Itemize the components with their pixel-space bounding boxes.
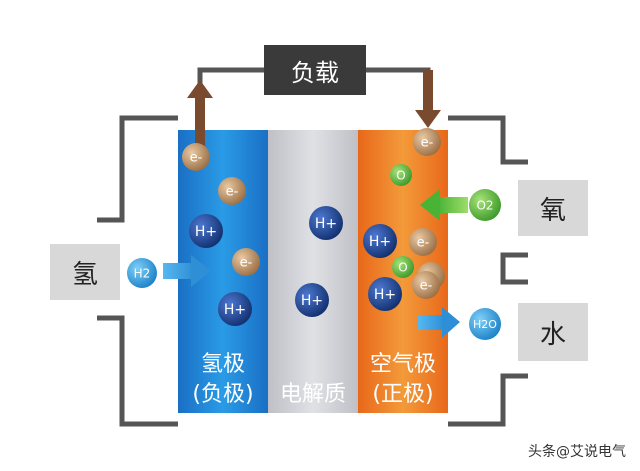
housing-right — [448, 115, 528, 427]
cathode-label-line2: (正极) — [372, 382, 434, 407]
water-molecule: H2O — [469, 308, 501, 340]
electron-particle: e- — [413, 128, 441, 156]
proton-particle: H+ — [189, 214, 223, 248]
hydrogen-box: 氢 — [50, 244, 120, 300]
proton-particle-circle — [218, 292, 252, 326]
oxygen-box-label: 氧 — [539, 195, 566, 226]
anode-label: 氢极 (负极) — [178, 350, 268, 410]
oxygen-molecule-label: O2 — [476, 198, 493, 212]
oxygen-atom-particle-circle — [392, 256, 414, 278]
water-box: 水 — [518, 303, 588, 361]
electron-particle-circle — [409, 228, 437, 256]
proton-particle: H+ — [368, 277, 402, 311]
cathode-label: 空气极 (正极) — [358, 350, 448, 410]
electron-particle: e- — [218, 177, 246, 205]
proton-particle: H+ — [295, 283, 329, 317]
hydrogen-molecule-label: H2 — [134, 266, 151, 280]
electrolyte-label-line1: 电解质 — [279, 382, 346, 407]
electron-particle-label: e- — [417, 236, 430, 251]
electrolyte-region — [268, 130, 358, 413]
proton-particle-label: H+ — [301, 293, 323, 309]
oxygen-atom-particle-label: O — [398, 260, 407, 274]
electron-particle: e- — [232, 248, 260, 276]
oxygen-molecule: O2 — [469, 189, 501, 221]
water-out-arrow — [418, 307, 460, 338]
anode-label-line2: (负极) — [192, 382, 254, 407]
electrolyte-label: 电解质 — [268, 380, 358, 410]
proton-particle-label: H+ — [369, 234, 391, 250]
oxygen-atom-particle: O — [390, 164, 412, 186]
proton-particle: H+ — [309, 206, 343, 240]
electron-flow-arrow-up — [187, 80, 213, 150]
proton-particle-label: H+ — [224, 302, 246, 318]
oxygen-atom-particle-circle — [390, 164, 412, 186]
load-box — [264, 45, 366, 95]
cathode-label-line1: 空气极 — [369, 352, 436, 377]
water-molecule-label: H2O — [473, 318, 497, 331]
hydrogen-molecule-circle — [127, 258, 157, 288]
electron-particle-label: e- — [226, 185, 239, 200]
housing-left — [97, 115, 178, 427]
electron-particle: e- — [409, 228, 437, 256]
hydrogen-molecule: H2 — [127, 258, 157, 288]
oxygen-box: 氧 — [518, 180, 588, 236]
hydrogen-in-arrow — [163, 255, 211, 287]
electron-particle-label: e- — [421, 136, 434, 151]
electron-particle-circle — [413, 128, 441, 156]
proton-particle-circle — [309, 206, 343, 240]
proton-particle-label: H+ — [195, 224, 217, 240]
proton-particle-label: H+ — [374, 287, 396, 303]
proton-particle-circle — [189, 214, 223, 248]
electron-particle: e- — [182, 143, 210, 171]
electron-particle-circle — [232, 248, 260, 276]
proton-particle: H+ — [363, 224, 397, 258]
electron-particle-circle — [182, 143, 210, 171]
electron-particle: e- — [412, 271, 440, 299]
oxygen-in-arrow — [420, 189, 468, 221]
load-label: 负载 — [291, 58, 339, 87]
oxygen-atom-particle: O — [392, 256, 414, 278]
water-box-label: 水 — [539, 319, 566, 350]
electron-particle-label: e- — [190, 151, 203, 166]
watermark: 头条@艾说电气 — [528, 444, 626, 460]
proton-particle-circle — [368, 277, 402, 311]
electron-particle-circle — [218, 177, 246, 205]
electron-flow-arrow-down — [415, 70, 441, 128]
oxygen-molecule-circle — [469, 189, 501, 221]
electron-particle-label: e- — [240, 256, 253, 271]
anode-label-line1: 氢极 — [200, 352, 245, 377]
oxygen-atom-particle-label: O — [396, 168, 405, 182]
hydrogen-box-label: 氢 — [71, 259, 98, 290]
water-molecule-circle — [469, 308, 501, 340]
proton-particle-label: H+ — [315, 216, 337, 232]
proton-particle-circle — [363, 224, 397, 258]
electron-particle-label: e- — [420, 279, 433, 294]
proton-particle-circle — [295, 283, 329, 317]
proton-particle: H+ — [218, 292, 252, 326]
electron-particle-circle — [412, 271, 440, 299]
